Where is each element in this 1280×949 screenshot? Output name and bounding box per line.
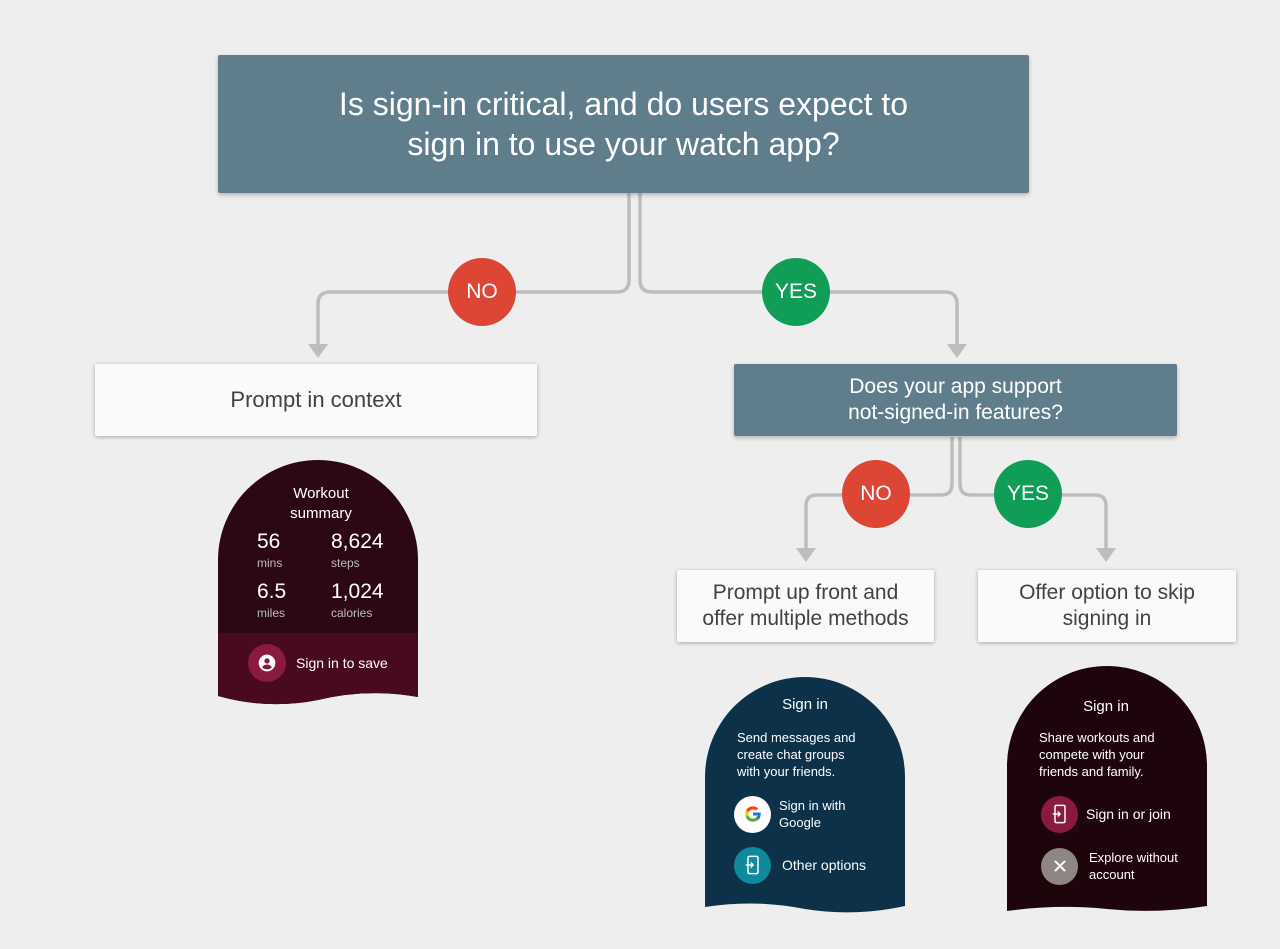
sign-in-to-save-button[interactable]: Sign in to save: [248, 643, 408, 683]
prompt-up-front-box: Prompt up front and offer multiple metho…: [677, 570, 934, 642]
stat-miles-value: 6.5: [257, 580, 287, 603]
workout-title: Workout summary: [290, 485, 352, 522]
google-sign-in-label: Sign in with Google: [779, 798, 846, 830]
explore-without-account-label: Explore without account: [1089, 850, 1178, 882]
watch-workout-summary: Workout summary 56 mins 8,624 steps 6.5 …: [218, 460, 418, 708]
prompt-in-context-box: Prompt in context: [95, 364, 537, 436]
yes-branch-badge: YES: [762, 258, 830, 326]
main-question-box: Is sign-in critical, and do users expect…: [218, 55, 1029, 193]
sign-in-with-google-button[interactable]: Sign in with Google: [734, 794, 899, 834]
stat-miles-unit: miles: [257, 606, 286, 620]
phone-login-icon: [1041, 795, 1078, 833]
stat-steps-unit: steps: [331, 556, 360, 570]
stat-mins-value: 56: [257, 530, 281, 553]
sign-in-title: Sign in: [1083, 698, 1129, 715]
stat-mins-unit: mins: [257, 556, 283, 570]
other-options-label: Other options: [782, 857, 867, 873]
arrowhead: [1096, 548, 1116, 562]
sign-in-description: Send messages and create chat groups wit…: [737, 730, 856, 779]
arrowhead: [308, 344, 328, 358]
offer-skip-box: Offer option to skip signing in: [978, 570, 1236, 642]
no-branch-badge: NO: [448, 258, 516, 326]
sign-in-title: Sign in: [782, 696, 828, 713]
sign-in-description: Share workouts and compete with your fri…: [1039, 730, 1155, 779]
sign-in-or-join-button[interactable]: Sign in or join: [1041, 794, 1201, 834]
sub-yes-branch-badge: YES: [994, 460, 1062, 528]
watch-sign-in-google: Sign in Send messages and create chat gr…: [705, 677, 905, 917]
close-icon: [1041, 847, 1078, 885]
phone-login-icon: [734, 846, 771, 884]
sub-no-branch-badge: NO: [842, 460, 910, 528]
arrowhead: [796, 548, 816, 562]
other-options-button[interactable]: Other options: [734, 845, 899, 885]
stat-steps-value: 8,624: [331, 530, 384, 553]
account-circle-icon: [248, 644, 286, 682]
watch-sign-in-skip: Sign in Share workouts and compete with …: [1007, 666, 1207, 916]
sign-in-or-join-label: Sign in or join: [1086, 806, 1171, 822]
arrowhead: [947, 344, 967, 358]
stat-calories-value: 1,024: [331, 580, 384, 603]
sign-in-to-save-label: Sign in to save: [296, 655, 388, 671]
secondary-question-box: Does your app support not-signed-in feat…: [734, 364, 1177, 436]
google-g-icon: [734, 795, 771, 833]
explore-without-account-button[interactable]: Explore without account: [1041, 846, 1206, 886]
stat-calories-unit: calories: [331, 606, 373, 620]
